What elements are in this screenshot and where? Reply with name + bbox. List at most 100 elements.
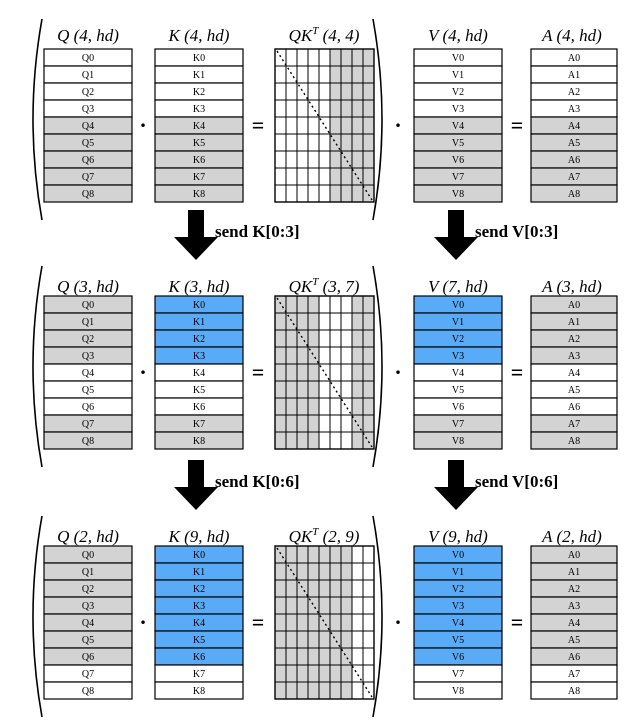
k-cell-label: K4 [193, 121, 205, 132]
qk-cell [318, 312, 331, 331]
qk-cell [296, 150, 309, 169]
qk-cell [274, 613, 287, 632]
qk-cell [274, 363, 287, 382]
qk-cell [351, 363, 364, 382]
qk-cell [329, 99, 342, 118]
q-cell-label: Q5 [82, 138, 94, 149]
qk-cell [362, 48, 375, 67]
v-cell [413, 681, 503, 700]
qk-cell [274, 65, 287, 84]
qk-cell [340, 380, 353, 399]
qk-cell [340, 184, 353, 203]
qk-cell [274, 312, 287, 331]
qk-cell [274, 184, 287, 203]
qk-cell [329, 150, 342, 169]
k-header: K (4, hd) [168, 26, 230, 45]
dot-operator: · [394, 360, 401, 385]
dot-operator: · [394, 610, 401, 635]
a-cell-label: A3 [568, 351, 580, 362]
qk-cell [274, 562, 287, 581]
qk-cell [274, 380, 287, 399]
qk-cell [329, 579, 342, 598]
q-cell-label: Q1 [82, 317, 94, 328]
qk-cell [340, 613, 353, 632]
qk-cell [351, 184, 364, 203]
k-cell-label: K5 [193, 138, 205, 149]
qk-cell [318, 596, 331, 615]
k-cell-label: K3 [193, 104, 205, 115]
qk-cell [296, 664, 309, 683]
qk-cell [285, 664, 298, 683]
q-cell-label: Q7 [82, 419, 94, 430]
qk-cell [285, 82, 298, 101]
qk-cell [329, 613, 342, 632]
qk-cell [340, 116, 353, 135]
k-cell-label: K0 [193, 300, 205, 311]
q-cell-label: Q3 [82, 601, 94, 612]
equation-row-3: Q (2, hd)K (9, hd)QKT (2, 9)V (9, hd)A (… [32, 515, 618, 718]
qk-cell [285, 681, 298, 700]
a-cell [530, 431, 618, 450]
k-cell [154, 681, 244, 700]
qk-cell [296, 312, 309, 331]
qk-cell [307, 431, 320, 450]
q-cell-label: Q2 [82, 334, 94, 345]
qk-cell [296, 630, 309, 649]
v-cell-label: V2 [452, 334, 464, 345]
qk-cell [351, 150, 364, 169]
k-cell-label: K6 [193, 155, 205, 166]
q-cell [43, 681, 133, 700]
v-cell-label: V1 [452, 70, 464, 81]
qk-cell [274, 150, 287, 169]
qk-cell [351, 630, 364, 649]
qk-cell [274, 414, 287, 433]
qk-cell [274, 596, 287, 615]
qk-cell [296, 380, 309, 399]
qk-cell [296, 613, 309, 632]
v-cell-label: V6 [452, 155, 464, 166]
qk-cell [362, 545, 375, 564]
k-cell-label: K0 [193, 53, 205, 64]
qk-cell [340, 363, 353, 382]
qk-cell [274, 630, 287, 649]
qk-cell [285, 579, 298, 598]
qk-cell [340, 167, 353, 186]
equals-operator: = [252, 360, 265, 385]
q-cell-label: Q4 [82, 368, 94, 379]
qk-cell [307, 48, 320, 67]
q-cell-label: Q8 [82, 686, 94, 697]
qk-cell [307, 363, 320, 382]
qk-cell [274, 82, 287, 101]
qk-cell [296, 133, 309, 152]
q-header: Q (4, hd) [57, 26, 119, 45]
qk-cell [274, 116, 287, 135]
qk-cell [285, 184, 298, 203]
qk-cell [340, 579, 353, 598]
k-cell-label: K6 [193, 402, 205, 413]
qk-cell [307, 613, 320, 632]
qk-border [274, 48, 375, 203]
v-header: V (9, hd) [428, 527, 488, 546]
v-cell-label: V7 [452, 669, 464, 680]
v-cell-label: V4 [452, 121, 464, 132]
qk-cell [362, 562, 375, 581]
send-k-label: send K[0:3] [215, 222, 300, 241]
qk-cell [340, 681, 353, 700]
qk-matrix [274, 545, 375, 700]
a-cell-label: A2 [568, 584, 580, 595]
v-cell [413, 184, 503, 203]
qk-cell [307, 630, 320, 649]
qk-cell [340, 346, 353, 365]
left-paren [32, 265, 43, 468]
qk-cell [318, 380, 331, 399]
right-paren [372, 265, 383, 468]
a-header: A (2, hd) [541, 527, 602, 546]
qk-cell [285, 295, 298, 314]
qk-cell [351, 397, 364, 416]
qk-cell [340, 596, 353, 615]
